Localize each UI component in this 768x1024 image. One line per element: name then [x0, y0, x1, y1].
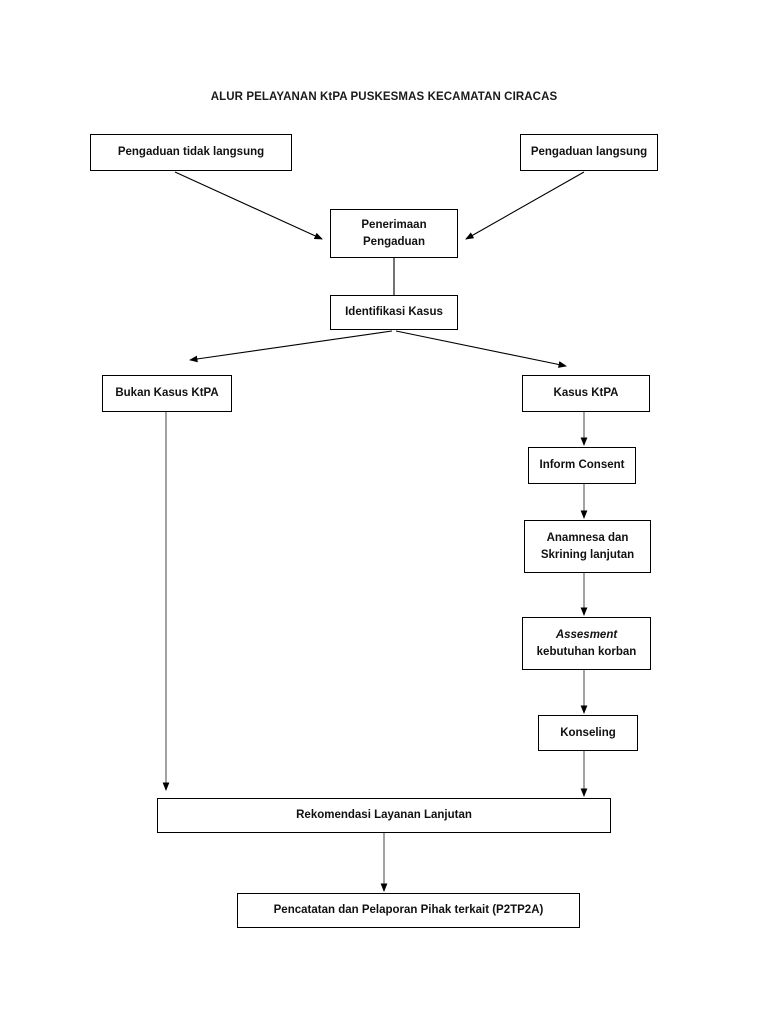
node-bukan-kasus-ktpa[interactable]: Bukan Kasus KtPA: [102, 375, 232, 412]
page-title: ALUR PELAYANAN KtPA PUSKESMAS KECAMATAN …: [210, 91, 558, 103]
node-label: Bukan Kasus KtPA: [115, 387, 219, 400]
node-pengaduan-tidak-langsung[interactable]: Pengaduan tidak langsung: [90, 134, 292, 171]
node-pengaduan-langsung[interactable]: Pengaduan langsung: [520, 134, 658, 171]
node-identifikasi-kasus[interactable]: Identifikasi Kasus: [330, 295, 458, 330]
edge-pengaduan-tidak-langsung-to-penerimaan: [174, 171, 323, 240]
node-rekomendasi-layanan[interactable]: Rekomendasi Layanan Lanjutan: [157, 798, 611, 833]
node-pencatatan-pelaporan[interactable]: Pencatatan dan Pelaporan Pihak terkait (…: [237, 893, 580, 928]
node-penerimaan-pengaduan[interactable]: Penerimaan Pengaduan: [330, 209, 458, 258]
edge-pengaduan-langsung-to-penerimaan: [465, 171, 585, 240]
node-label: Identifikasi Kasus: [345, 306, 443, 319]
edge-identifikasi-to-bukan-kasus: [189, 330, 393, 363]
node-anamnesa-skrining[interactable]: Anamnesa dan Skrining lanjutan: [524, 520, 651, 573]
node-label-line1: Assesment: [555, 628, 618, 641]
node-label: Kasus KtPA: [553, 387, 619, 400]
node-kasus-ktpa[interactable]: Kasus KtPA: [522, 375, 650, 412]
node-label: Pengaduan tidak langsung: [117, 146, 265, 159]
node-label: Pencatatan dan Pelaporan Pihak terkait (…: [273, 904, 544, 917]
node-assesment-kebutuhan[interactable]: Assesment kebutuhan korban: [522, 617, 651, 670]
node-label-line1: Penerimaan: [361, 218, 427, 231]
node-inform-consent[interactable]: Inform Consent: [528, 447, 636, 484]
node-label-line2: kebutuhan korban: [536, 645, 637, 658]
node-label-line1: Anamnesa dan: [546, 531, 629, 544]
node-konseling[interactable]: Konseling: [538, 715, 638, 751]
node-label: Pengaduan langsung: [530, 146, 648, 159]
edge-identifikasi-to-kasus-ktpa: [395, 330, 567, 368]
node-label: Konseling: [560, 726, 616, 739]
node-label-line2: Pengaduan: [363, 235, 425, 248]
node-label: Rekomendasi Layanan Lanjutan: [296, 809, 472, 822]
node-label-line2: Skrining lanjutan: [540, 548, 635, 561]
node-label: Inform Consent: [539, 459, 625, 472]
